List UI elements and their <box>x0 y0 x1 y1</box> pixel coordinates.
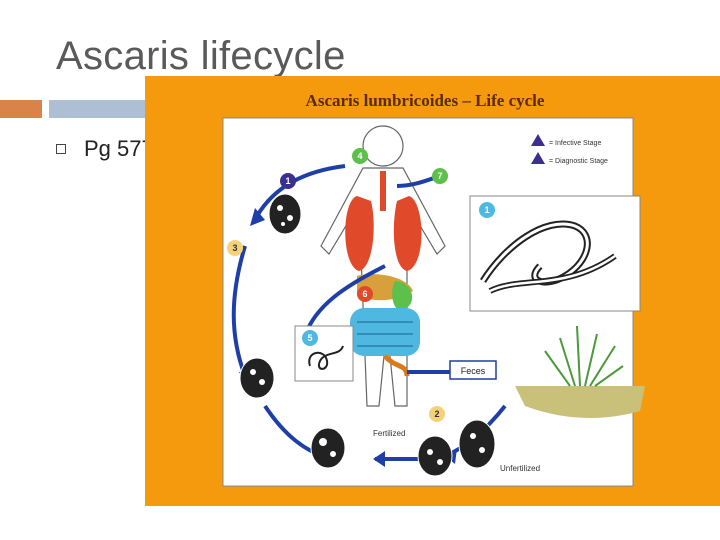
fertilized-label: Fertilized <box>373 429 405 438</box>
egg-unfertilized-2 <box>458 419 496 469</box>
step-1-number: 1 <box>285 176 290 186</box>
egg-texture <box>250 205 485 465</box>
legend-diagnostic: = Diagnostic Stage <box>549 158 608 165</box>
step-2-number: 2 <box>434 409 439 419</box>
step-1b-number: 1 <box>484 205 489 215</box>
egg-fertilized <box>310 427 346 469</box>
bullet-text: Pg 577 <box>84 136 154 161</box>
diagnostic-triangle-icon <box>531 152 545 164</box>
step-3-number: 3 <box>232 243 237 253</box>
legend: = Infective Stage = Diagnostic Stage <box>531 134 608 165</box>
egg-larva-left <box>239 357 275 399</box>
lifecycle-diagram: Ascaris lumbricoides – Life cycle = Infe… <box>222 91 645 487</box>
egg-embryonated-top <box>268 193 302 235</box>
step-6-number: 6 <box>362 289 367 299</box>
bullet-square-icon <box>56 144 66 154</box>
intestine <box>350 308 420 377</box>
adult-worm-panel <box>469 195 641 312</box>
bullet-list: Pg 577 <box>56 136 154 162</box>
figure-heading: Ascaris lumbricoides – Life cycle <box>306 91 545 110</box>
legend-infective: = Infective Stage <box>549 140 601 147</box>
accent-bar <box>0 100 42 118</box>
egg-unfertilized-1 <box>417 435 453 477</box>
feces-label: Feces <box>461 366 486 376</box>
eggs <box>239 193 496 477</box>
infective-triangle-icon <box>531 134 545 146</box>
step-7-number: 7 <box>437 171 442 181</box>
lungs <box>345 171 422 271</box>
unfertilized-label: Unfertilized <box>500 464 540 473</box>
step-4-number: 4 <box>357 151 362 161</box>
soil <box>515 386 645 418</box>
slide-title: Ascaris lifecycle <box>56 34 346 78</box>
feces-tag <box>449 360 497 380</box>
stomach <box>392 281 413 311</box>
lifecycle-figure: Ascaris lumbricoides – Life cycle = Infe… <box>145 76 720 506</box>
step-badges: 1 3 4 7 6 5 2 1 <box>227 148 495 422</box>
step-5-number: 5 <box>307 333 312 343</box>
grass <box>544 325 624 387</box>
